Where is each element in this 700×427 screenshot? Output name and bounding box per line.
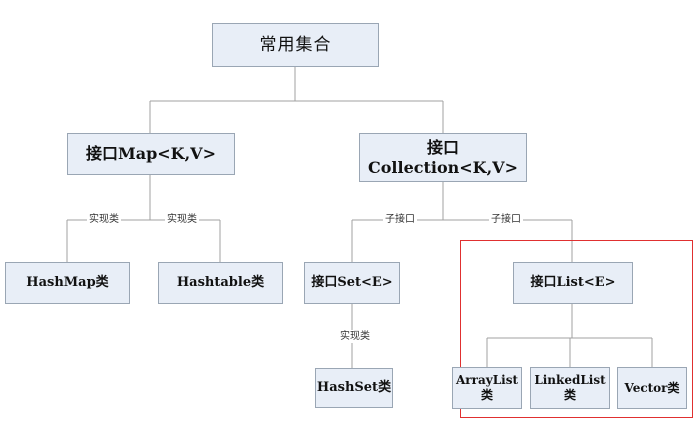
edge-label-map-impl-left: 实现类 — [87, 213, 121, 226]
edge-label-set-impl: 实现类 — [338, 330, 372, 343]
node-arraylist-label-line2: 类 — [480, 388, 493, 402]
edge-label-collection-sub-left: 子接口 — [383, 213, 417, 226]
node-root-label: 常用集合 — [259, 35, 332, 55]
node-list-interface: 接口List<E> — [513, 262, 633, 304]
node-hashset-label: HashSet类 — [316, 380, 392, 395]
node-collection-interface: 接口 Collection<K,V> — [359, 133, 527, 182]
edge-label-collection-sub-right: 子接口 — [489, 213, 523, 226]
node-map-label: 接口Map<K,V> — [86, 144, 216, 163]
node-linkedlist-label-line1: LinkedList — [534, 373, 606, 387]
node-collection-label-line1: 接口 — [426, 137, 459, 157]
node-set-interface: 接口Set<E> — [304, 262, 400, 304]
watermark-footer — [200, 417, 500, 427]
node-hashset: HashSet类 — [315, 368, 393, 408]
edge-label-map-impl-right: 实现类 — [165, 213, 199, 226]
node-hashmap: HashMap类 — [5, 262, 130, 304]
node-arraylist-label-line1: ArrayList — [456, 373, 518, 387]
node-root: 常用集合 — [212, 23, 379, 67]
node-vector-label: Vector类 — [624, 380, 680, 395]
node-list-label: 接口List<E> — [530, 275, 616, 290]
node-linkedlist-label-line2: 类 — [563, 388, 576, 402]
node-arraylist: ArrayList 类 — [452, 367, 522, 409]
node-vector: Vector类 — [617, 367, 687, 409]
node-collection-label-line2: Collection<K,V> — [368, 157, 518, 177]
node-linkedlist: LinkedList 类 — [530, 367, 610, 409]
node-hashtable-label: Hashtable类 — [176, 275, 265, 290]
node-hashmap-label: HashMap类 — [26, 275, 109, 290]
node-set-label: 接口Set<E> — [311, 275, 393, 290]
node-hashtable: Hashtable类 — [158, 262, 283, 304]
node-map-interface: 接口Map<K,V> — [67, 133, 235, 175]
highlight-box — [460, 240, 693, 418]
